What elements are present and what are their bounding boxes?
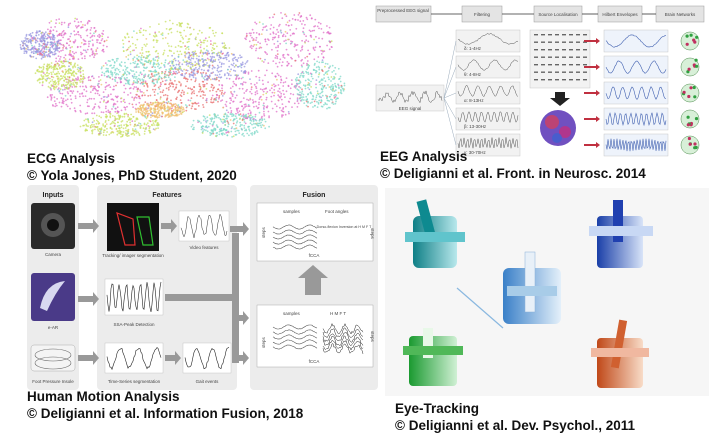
motion-caption-title: Human Motion Analysis (27, 389, 180, 404)
ecg-caption: ECG Analysis © Yola Jones, PhD Student, … (27, 150, 237, 184)
camera-label: Camera (45, 252, 62, 257)
eeg-panel: Preprocessed EEG signal Filtering Source… (372, 0, 709, 162)
tracking-label: Tracking/ imager segmentation (102, 253, 164, 258)
ecg-caption-credit: © Yola Jones, PhD Student, 2020 (27, 168, 237, 183)
insole-label: Foot Pressure Insole (32, 379, 74, 384)
eye-caption-credit: © Deligianni et al. Dev. Psychol., 2011 (395, 418, 636, 433)
eeg-caption-title: EEG Analysis (380, 149, 468, 164)
inputs-header: Inputs (43, 192, 64, 199)
fusion-bottom-steps-left: steps (261, 336, 266, 348)
stage-label-hilbert: Hilbert Envelopes (602, 12, 638, 17)
ssa-plot (104, 278, 164, 316)
source-grid-box (529, 29, 591, 89)
band-label: θ: 4-8Hz (464, 72, 482, 77)
video-features-plot (178, 210, 230, 242)
eye-panel (385, 188, 709, 396)
object-teal (405, 199, 465, 268)
tracking-image (107, 203, 159, 251)
gait-events-label: Gait events (196, 379, 220, 384)
band-trace (457, 111, 519, 124)
fusion-top-steps-right: steps (370, 228, 375, 240)
brain-network-icon (680, 57, 700, 77)
eye-caption-title: Eye-Tracking (395, 401, 480, 416)
fusion-bottom-box (256, 304, 374, 368)
eeg-caption-credit: © Deligianni et al. Front. in Neurosc. 2… (380, 166, 646, 181)
band-trace (457, 85, 519, 97)
band-trace (457, 59, 519, 71)
eeg-caption: EEG Analysis © Deligianni et al. Front. … (380, 148, 646, 182)
band-label: α: 8-13Hz (464, 98, 484, 103)
fusion-top-method: fCCA (309, 253, 320, 258)
fusion-bottom-steps-right: steps (370, 331, 375, 343)
motion-caption-credit: © Deligianni et al. Information Fusion, … (27, 406, 304, 421)
ecg-caption-title: ECG Analysis (27, 151, 116, 166)
fusion-up-arrow-icon (298, 265, 328, 295)
eeg-stage-headers: Preprocessed EEG signal Filtering Source… (375, 5, 705, 23)
brain-network-icon (680, 109, 700, 129)
video-features-label: Video features (190, 245, 220, 250)
fusion-bottom-method: fCCA (309, 359, 320, 364)
stage-label-filtering: Filtering (474, 12, 491, 17)
eeg-signal-label: EEG signal (399, 106, 422, 111)
gait-events-plot (182, 342, 232, 374)
stage-label-source: Source Localisation (538, 12, 578, 17)
fusion-top-steps-left: steps (261, 226, 266, 238)
ecg-cluster-plot (19, 12, 346, 138)
band-trace (457, 137, 519, 149)
band-label: γ: 30-70Hz (464, 150, 487, 155)
motion-panel: Inputs Features Fusion Camera e-AR Foot … (25, 183, 380, 393)
motion-pipeline-figure: Inputs Features Fusion Camera e-AR Foot … (27, 185, 378, 390)
ecg-panel (0, 0, 360, 150)
object-center (503, 251, 561, 324)
stage-label-preprocessed: Preprocessed EEG signal (377, 8, 429, 13)
band-label: δ: 1-4Hz (464, 46, 482, 51)
ssa-label: SSA-Peak Detection (113, 322, 155, 327)
timeseries-label: Time-Series segmentation (108, 379, 161, 384)
band-label: β: 13-30Hz (464, 124, 487, 129)
fusion-top-foot-angles: Foot angles (325, 209, 349, 214)
motion-caption: Human Motion Analysis © Deligianni et al… (27, 388, 303, 422)
fusion-top-samples: samples (283, 209, 301, 214)
object-green (403, 328, 463, 386)
raw-eeg-trace (377, 90, 443, 104)
envelope-box (603, 81, 669, 105)
eeg-pipeline-figure: Preprocessed EEG signal Filtering Source… (375, 5, 705, 157)
object-blue (589, 200, 653, 268)
fusion-bottom-hmft: H M F T (330, 311, 346, 316)
band-trace (457, 33, 519, 45)
down-arrow-icon (550, 92, 570, 106)
features-header: Features (152, 192, 181, 199)
fusion-bottom-samples: samples (283, 311, 301, 316)
brain-network-icon (680, 31, 700, 51)
insole-image (30, 344, 76, 372)
fusion-top-box (256, 202, 374, 262)
stage-label-networks: Brain Networks (665, 12, 696, 17)
eye-caption: Eye-Tracking © Deligianni et al. Dev. Ps… (395, 400, 635, 434)
fusion-header: Fusion (303, 192, 326, 199)
eye-tracking-figure (403, 199, 653, 388)
gaze-path (456, 287, 504, 329)
ear-label: e-AR (48, 325, 59, 330)
object-orange (591, 319, 649, 388)
fusion-top-desc: Dorso-flexion Inversion at H M F T (317, 225, 372, 229)
